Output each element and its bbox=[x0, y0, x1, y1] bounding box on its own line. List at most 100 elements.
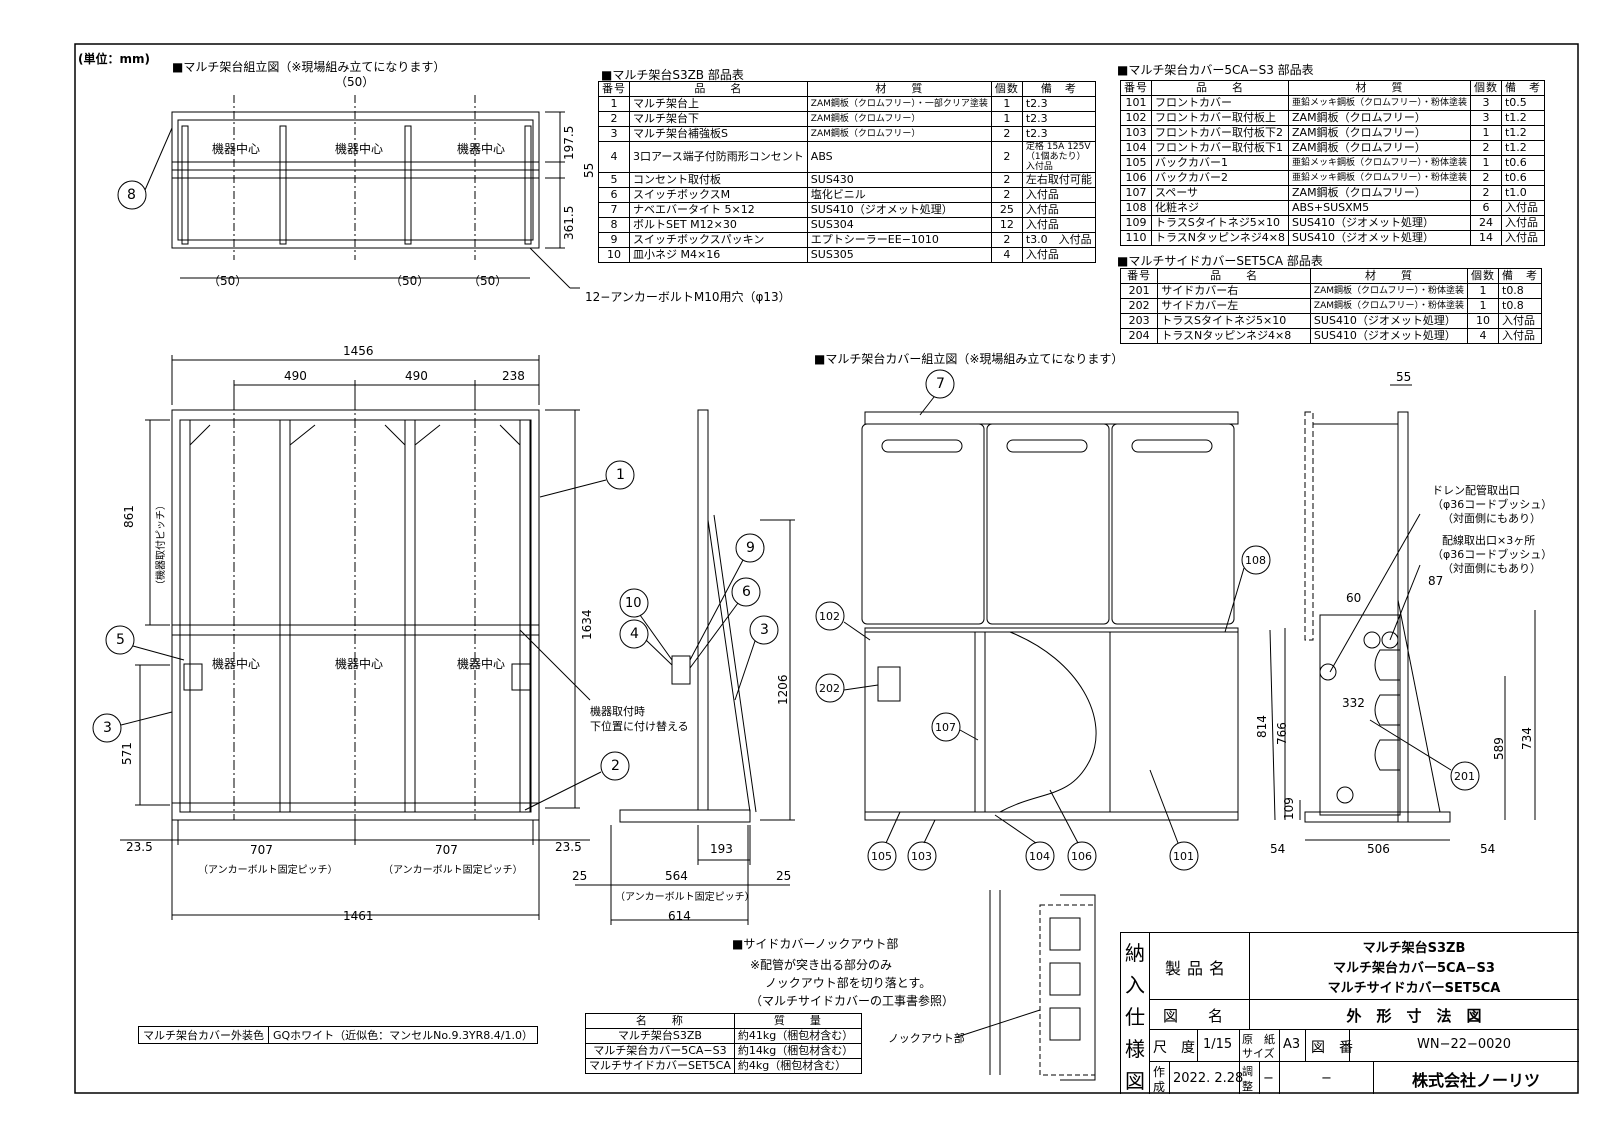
dim-589: 589 bbox=[1492, 737, 1506, 760]
device-center-2: 機器中心 bbox=[335, 142, 384, 156]
dim-109: 109 bbox=[1282, 797, 1296, 820]
table-header: 名 称 質 量 bbox=[585, 1013, 862, 1029]
callout-102: 102 bbox=[819, 610, 840, 623]
side-char: 納 bbox=[1125, 941, 1145, 965]
anchor-pitch-a: （アンカーボルト固定ピッチ） bbox=[198, 865, 338, 876]
title-side-strip: 納 入 仕 様 図 bbox=[1121, 933, 1150, 1094]
mount-pitch-label: （機器取付ピッチ） bbox=[156, 500, 167, 590]
adjust-label-2: 整 bbox=[1242, 1080, 1253, 1093]
dim-bottom-50-b: （50） bbox=[390, 274, 430, 288]
callout-1: 1 bbox=[616, 467, 625, 483]
table-header: 番号 品 名 材 質 個数 備 考 bbox=[1120, 80, 1545, 96]
side-char: 図 bbox=[1125, 1069, 1145, 1093]
product-label: 製品名 bbox=[1165, 959, 1232, 978]
callout-8: 8 bbox=[127, 187, 136, 203]
dim-235-left: 23.5 bbox=[126, 840, 153, 854]
callout-108: 108 bbox=[1245, 554, 1266, 567]
adjust-label-1: 調 bbox=[1242, 1065, 1253, 1078]
anchor-hole-label: 12−アンカーボルトM10用穴（φ13） bbox=[585, 290, 791, 304]
dim-506: 506 bbox=[1367, 842, 1390, 856]
wiring-label-1: 配線取出口×3ヶ所 bbox=[1442, 534, 1536, 547]
drawing-label: 図 名 bbox=[1163, 1007, 1224, 1025]
base-plan-view bbox=[171, 95, 580, 289]
dim-707-a: 707 bbox=[250, 843, 273, 857]
title-block: 納 入 仕 様 図 製品名 マルチ架台S3ZB マルチ架台カバー5CA−S3 マ… bbox=[1120, 932, 1579, 1094]
callout-10: 10 bbox=[625, 596, 642, 611]
dim-top-50: （50） bbox=[335, 75, 375, 89]
wiring-label-2: （φ36コードブッシュ） bbox=[1432, 548, 1553, 561]
unit-label: (単位：mm) bbox=[78, 52, 150, 66]
knockout-note-2: ノックアウト部を切り落とす。 bbox=[765, 976, 932, 990]
color-spec-table: マルチ架台カバー外装色 GQホワイト（近似色：マンセルNo.9.3YR8.4/1… bbox=[138, 1026, 538, 1044]
knockout-part-label: ノックアウト部 bbox=[888, 1032, 965, 1045]
dim-861: 861 bbox=[122, 505, 136, 528]
knockout-note-1: ※配管が突き出る部分のみ bbox=[750, 958, 893, 972]
dim-490-b: 490 bbox=[405, 369, 428, 383]
dim-1456: 1456 bbox=[343, 344, 374, 358]
callout-5: 5 bbox=[116, 632, 125, 648]
dim-707-b: 707 bbox=[435, 843, 458, 857]
paper-value: A3 bbox=[1283, 1037, 1301, 1052]
scale-value: 1/15 bbox=[1203, 1037, 1233, 1052]
product-line-1: マルチ架台S3ZB bbox=[1362, 941, 1466, 956]
dim-193: 193 bbox=[710, 842, 733, 856]
color-spec-value: GQホワイト（近似色：マンセルNo.9.3YR8.4/1.0） bbox=[268, 1026, 538, 1044]
callout-105: 105 bbox=[871, 850, 892, 863]
drain-label-3: （対面側にもあり） bbox=[1442, 512, 1541, 525]
dim-54-left: 54 bbox=[1270, 842, 1286, 856]
dim-87: 87 bbox=[1428, 574, 1444, 588]
device-center-1: 機器中心 bbox=[212, 142, 261, 156]
drawing-name: 外 形 寸 法 図 bbox=[1346, 1007, 1482, 1025]
dim-490-a: 490 bbox=[284, 369, 307, 383]
callout-3-side: 3 bbox=[760, 622, 769, 638]
callout-107: 107 bbox=[935, 721, 956, 734]
callout-2: 2 bbox=[611, 758, 620, 774]
made-label-1: 作 bbox=[1153, 1065, 1166, 1079]
anchor-pitch-b: （アンカーボルト固定ピッチ） bbox=[383, 865, 523, 876]
dim-1206: 1206 bbox=[776, 674, 790, 705]
callout-6: 6 bbox=[742, 584, 751, 600]
callout-201: 201 bbox=[1454, 770, 1475, 783]
dim-564: 564 bbox=[665, 869, 688, 883]
dim-235-right: 23.5 bbox=[555, 840, 582, 854]
col-qty: 個数 bbox=[990, 81, 1023, 97]
relocate-note-2: 下位置に付け替える bbox=[590, 720, 689, 733]
dim-54-right: 54 bbox=[1480, 842, 1496, 856]
adjust-value: − bbox=[1263, 1071, 1274, 1086]
dim-25-left: 25 bbox=[572, 869, 588, 883]
callout-104: 104 bbox=[1029, 850, 1050, 863]
side-char: 入 bbox=[1125, 973, 1145, 997]
made-label-2: 成 bbox=[1153, 1080, 1166, 1094]
dim-3615: 361.5 bbox=[562, 205, 576, 240]
callout-9: 9 bbox=[746, 540, 755, 556]
knockout-note-3: （マルチサイドカバーの工事書参照） bbox=[750, 994, 955, 1008]
scale-label: 尺 度 bbox=[1153, 1040, 1195, 1056]
stand-front-view bbox=[120, 355, 590, 920]
product-line-2: マルチ架台カバー5CA−S3 bbox=[1333, 961, 1495, 976]
dim-571: 571 bbox=[120, 742, 134, 765]
drain-label-1: ドレン配管取出口 bbox=[1432, 484, 1520, 497]
device-center-5: 機器中心 bbox=[335, 657, 384, 671]
col-no: 番号 bbox=[598, 81, 630, 97]
paper-label-1: 原 紙 bbox=[1242, 1033, 1275, 1046]
relocate-note-1: 機器取付時 bbox=[590, 705, 645, 718]
callout-103: 103 bbox=[911, 850, 932, 863]
col-name: 品 名 bbox=[629, 81, 808, 97]
drawing-frame bbox=[74, 43, 1579, 1094]
callout-4: 4 bbox=[630, 626, 639, 642]
knockout-title: ■サイドカバーノックアウト部 bbox=[732, 937, 899, 951]
